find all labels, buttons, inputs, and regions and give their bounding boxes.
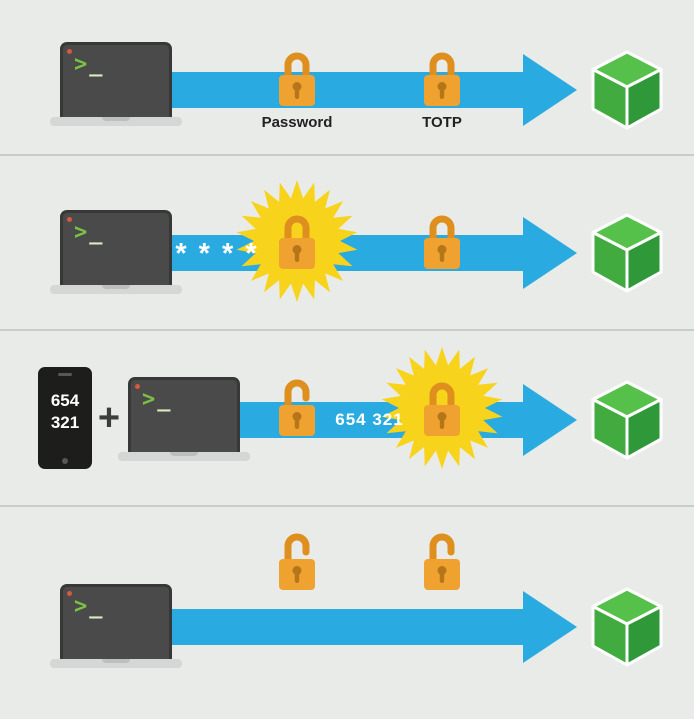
padlock-unlocked-icon [424, 533, 460, 590]
terminal-prompt: >_ [74, 54, 103, 76]
terminal-screen: >_ [60, 210, 172, 285]
row-divider [0, 329, 694, 331]
password-asterisks: * * * * [175, 238, 259, 270]
phone-icon: 654 321 [38, 367, 92, 469]
laptop-icon: >_ [50, 210, 182, 294]
laptop-base [50, 659, 182, 668]
terminal-window-dot [67, 217, 72, 222]
terminal-window-dot [67, 49, 72, 54]
prompt-gt: > [142, 387, 156, 412]
otp-code-line2: 321 [50, 413, 80, 432]
laptop-notch [170, 452, 198, 456]
server-cube-icon [591, 213, 663, 293]
phone-home-button [62, 458, 68, 464]
totp-label: TOTP [422, 114, 462, 131]
laptop-base [50, 285, 182, 294]
laptop-base [118, 452, 250, 461]
transfer-arrow [168, 72, 525, 108]
laptop-notch [102, 659, 130, 663]
transfer-arrow-head [523, 384, 577, 456]
terminal-prompt: >_ [142, 389, 171, 411]
padlock-unlocked-icon [279, 379, 315, 436]
server-cube-icon [591, 380, 663, 460]
otp-code-line1: 654 [50, 391, 80, 410]
laptop-icon: >_ [50, 42, 182, 126]
otp-code-phone: 654 321 [38, 390, 92, 434]
terminal-prompt: >_ [74, 222, 103, 244]
laptop-icon: >_ [118, 377, 250, 461]
server-cube-icon [591, 50, 663, 130]
laptop-notch [102, 285, 130, 289]
prompt-cursor: _ [89, 220, 103, 245]
terminal-window-dot [135, 384, 140, 389]
plus-sign: + [97, 397, 121, 439]
password-label: Password [261, 114, 333, 131]
padlock-locked-icon [424, 382, 460, 436]
terminal-window-dot [67, 591, 72, 596]
padlock-locked-icon [424, 215, 460, 269]
terminal-screen: >_ [60, 584, 172, 659]
laptop-icon: >_ [50, 584, 182, 668]
prompt-gt: > [74, 52, 88, 77]
row-divider [0, 505, 694, 507]
transfer-arrow-head [523, 54, 577, 126]
prompt-cursor: _ [157, 387, 171, 412]
padlock-locked-icon [279, 52, 315, 106]
terminal-screen: >_ [128, 377, 240, 452]
terminal-prompt: >_ [74, 596, 103, 618]
phone-speaker [58, 373, 72, 376]
prompt-cursor: _ [89, 594, 103, 619]
laptop-notch [102, 117, 130, 121]
transfer-arrow-head [523, 591, 577, 663]
prompt-cursor: _ [89, 52, 103, 77]
padlock-unlocked-icon [279, 533, 315, 590]
padlock-locked-icon [424, 52, 460, 106]
prompt-gt: > [74, 594, 88, 619]
padlock-locked-icon [279, 215, 315, 269]
prompt-gt: > [74, 220, 88, 245]
laptop-base [50, 117, 182, 126]
row-divider [0, 154, 694, 156]
transfer-arrow-head [523, 217, 577, 289]
server-cube-icon [591, 587, 663, 667]
transfer-arrow [168, 609, 525, 645]
terminal-screen: >_ [60, 42, 172, 117]
otp-code-arrow: 654 321 [335, 410, 404, 429]
